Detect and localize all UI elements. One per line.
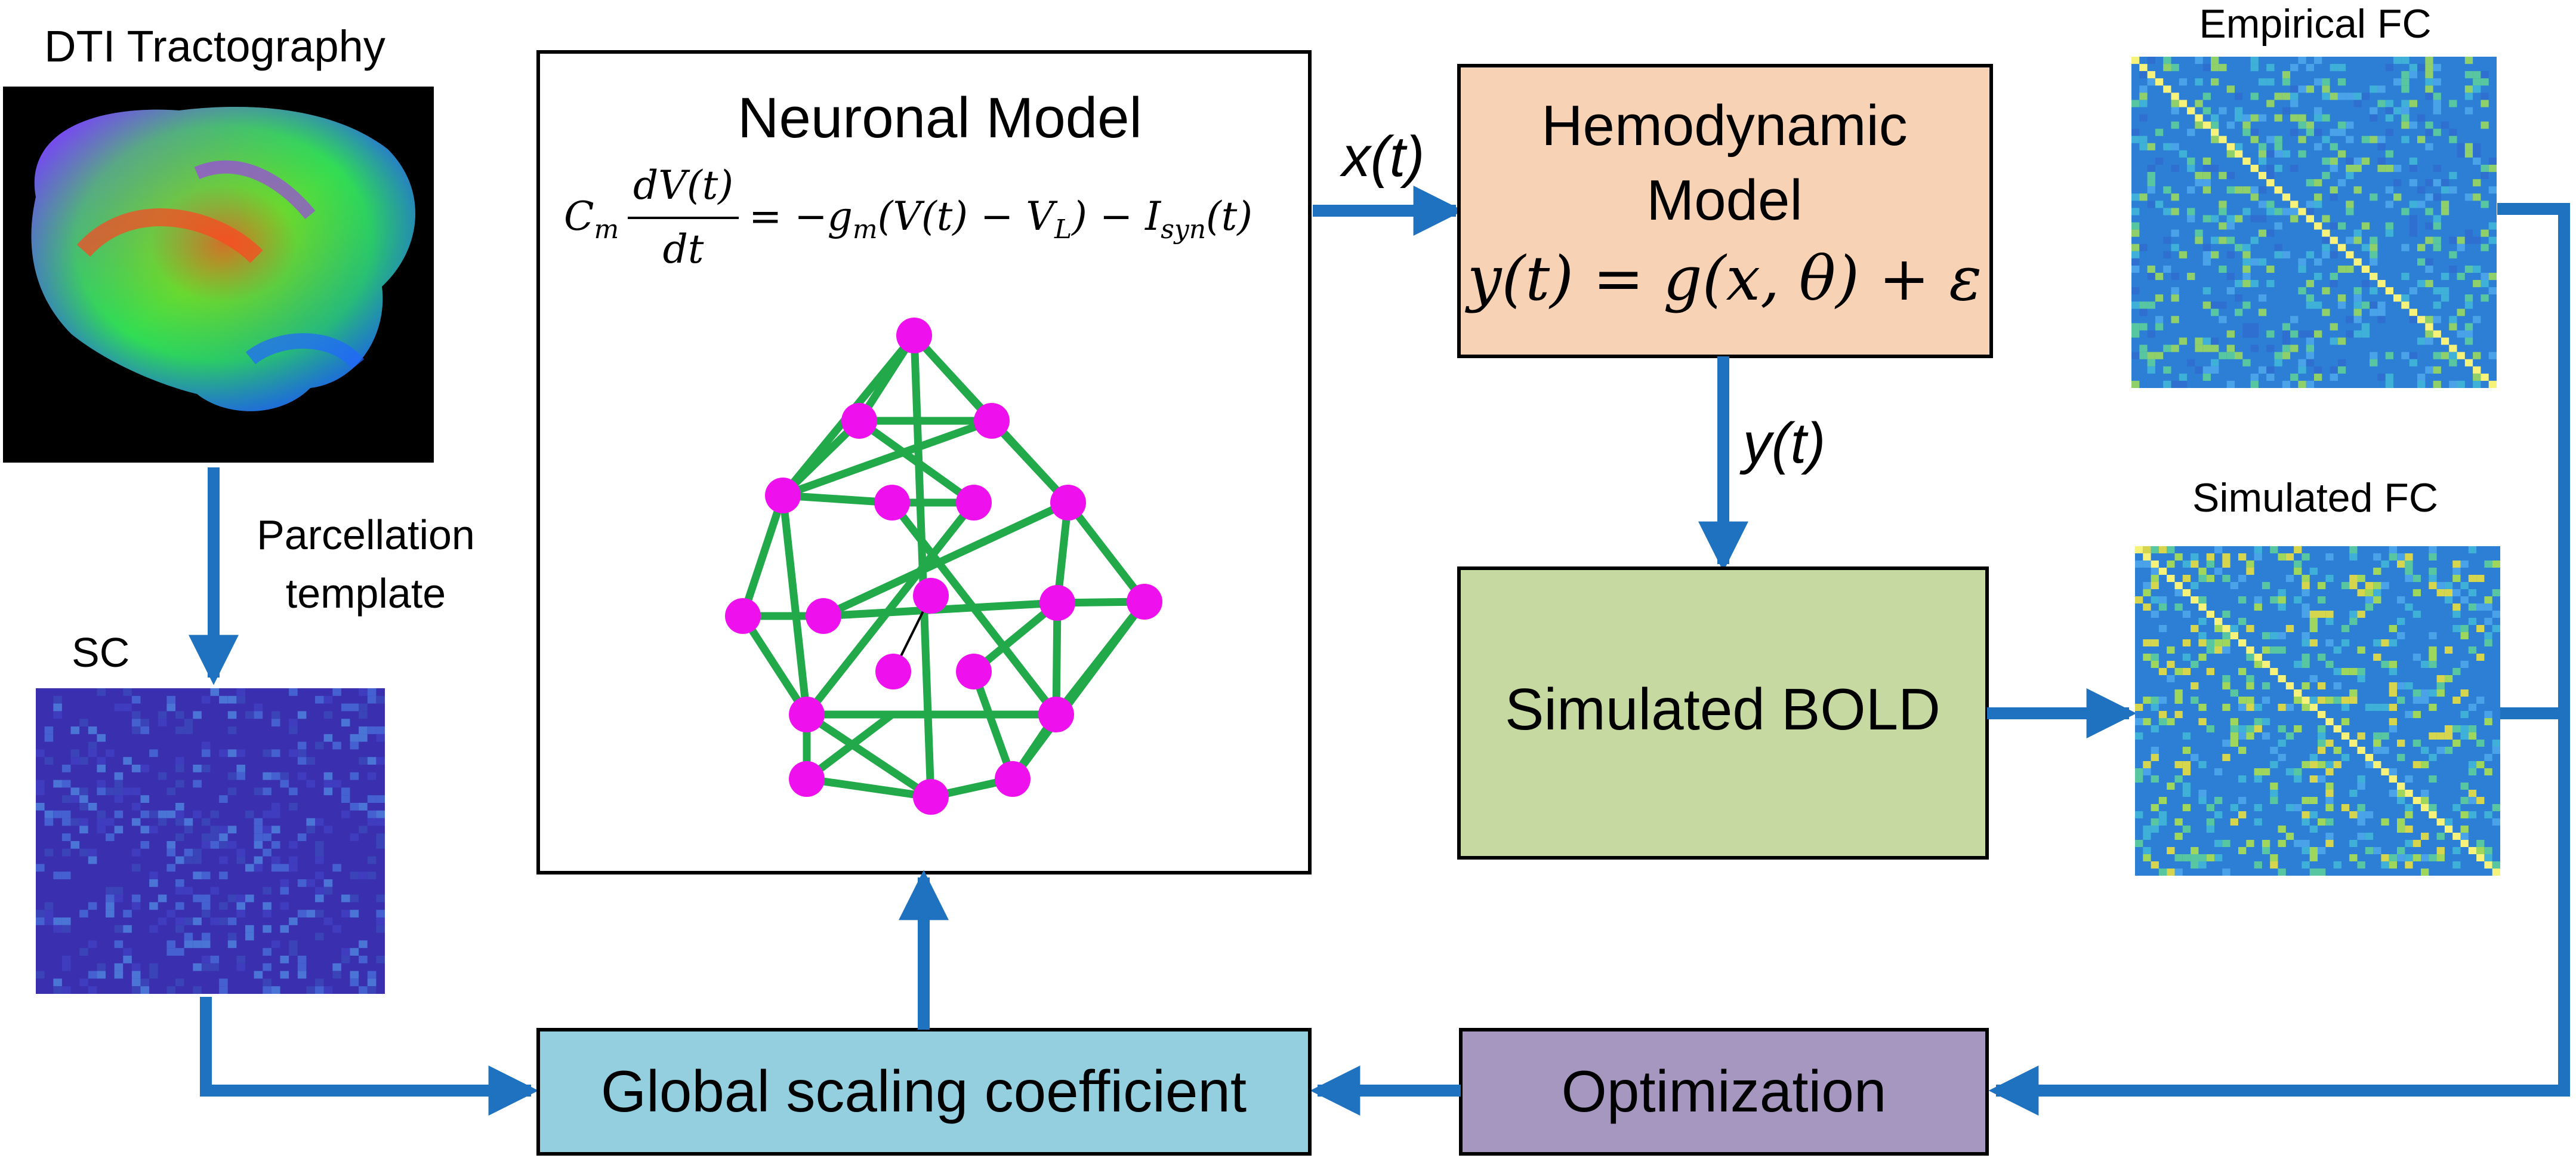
optimization-box xyxy=(1459,1028,1989,1156)
arrow-sc-to-global xyxy=(200,997,539,1116)
sc-title: SC xyxy=(72,629,129,676)
neuronal-model-equation: Cm dV(t) dt = −gm(V(t) − VL) − Isyn(t) xyxy=(564,162,1252,272)
parcellation-label-line1: Parcellation xyxy=(257,512,475,558)
hemodynamic-model-box xyxy=(1457,64,1993,358)
tractography-image xyxy=(3,87,434,463)
parcellation-label-line2: template xyxy=(286,570,446,617)
neuronal-model-title: Neuronal Model xyxy=(738,86,1142,150)
edge-x-label: x(t) xyxy=(1340,125,1425,189)
eq-rhs-rest3: (t) xyxy=(1206,193,1252,239)
simulated-fc-title: Simulated FC xyxy=(2192,475,2438,521)
eq-rhs-rest2: ) − I xyxy=(1070,193,1162,239)
hemodynamic-equation: y(t) = g(x, θ) + ε xyxy=(1465,244,1982,315)
global-scaling-label: Global scaling coefficient xyxy=(601,1058,1247,1124)
svg-text:Cm: Cm xyxy=(564,193,619,245)
neural-network-graph xyxy=(725,318,1162,815)
empirical-fc-matrix xyxy=(2131,57,2497,388)
eq-rhs-sub2: L xyxy=(1054,214,1072,245)
simulated-bold-box xyxy=(1457,566,1989,860)
eq-coef-sub: m xyxy=(594,214,619,245)
eq-coef: C xyxy=(564,193,594,239)
optimization-label: Optimization xyxy=(1562,1058,1887,1124)
tractography-title: DTI Tractography xyxy=(44,21,385,71)
sc-matrix xyxy=(36,688,385,994)
edge-y-label: y(t) xyxy=(1739,411,1826,475)
eq-frac-num: dV(t) xyxy=(633,162,733,208)
svg-text:= −gm(V(t) − VL) − Isyn(t): = −gm(V(t) − VL) − Isyn(t) xyxy=(749,193,1252,245)
hemodynamic-title-line1: Hemodynamic xyxy=(1541,94,1908,158)
eq-rhs-sub3: syn xyxy=(1161,214,1206,245)
eq-frac-den: dt xyxy=(663,226,704,272)
arrow-fc-to-optimization xyxy=(1988,203,2570,1116)
eq-rhs-sub: m xyxy=(853,214,878,245)
empirical-fc-title: Empirical FC xyxy=(2199,1,2431,47)
simulated-fc-matrix xyxy=(2135,546,2500,876)
simulated-bold-label: Simulated BOLD xyxy=(1505,676,1941,742)
eq-rhs-rest: (V(t) − V xyxy=(878,193,1059,239)
hemodynamic-title-line2: Model xyxy=(1646,168,1802,232)
eq-rhs: = −g xyxy=(749,193,853,239)
